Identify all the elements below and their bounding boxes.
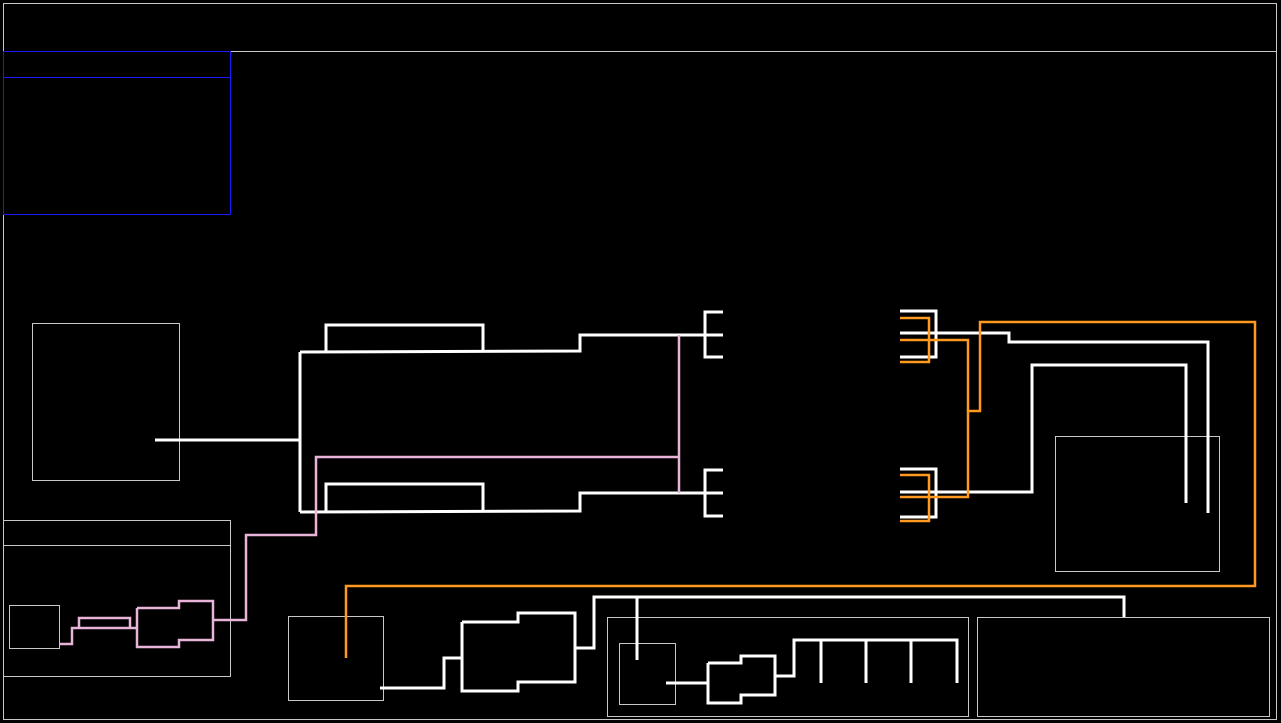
wire-upper-branch xyxy=(299,333,700,354)
white-wires xyxy=(155,309,1210,705)
wire-bottom-loop xyxy=(460,611,577,693)
pink-wires xyxy=(60,335,681,649)
box-bottom-middle-panel xyxy=(607,617,969,717)
orange-connector-upper-stub xyxy=(900,338,970,411)
orange-connector-lower xyxy=(900,473,931,523)
wire-lower-right-to-box xyxy=(900,363,1188,503)
orange-wires xyxy=(344,316,1257,658)
pink-wire-small-bypass xyxy=(77,616,132,628)
box-bottom-source xyxy=(288,616,384,701)
outline-boxes xyxy=(3,323,1270,717)
box-small-middle xyxy=(619,643,676,705)
box-bottom-left-panel xyxy=(3,520,231,677)
wire-lower-branch xyxy=(299,491,700,514)
pink-wire-route xyxy=(213,455,679,622)
blue-panel xyxy=(3,51,231,215)
pink-wire-small-out xyxy=(60,626,137,646)
box-right xyxy=(1055,436,1220,572)
wire-upper-bypass xyxy=(324,323,485,352)
wire-middle-loop xyxy=(706,654,777,705)
wire-lower-bypass xyxy=(324,482,485,511)
connector-upper-right-stub xyxy=(900,331,1210,513)
blue-panel-border xyxy=(3,51,231,215)
wire-bottom-to-top-rail xyxy=(575,595,1126,650)
wire-bottom-source-out xyxy=(380,656,462,690)
box-bottom-right-panel xyxy=(977,617,1270,717)
frame-border xyxy=(3,3,1277,720)
box-left-source xyxy=(32,323,180,481)
pink-wire-loop xyxy=(135,599,215,649)
orange-wire-main xyxy=(344,320,1257,658)
box-small-left xyxy=(9,605,60,649)
wire-middle-rail xyxy=(775,638,959,683)
